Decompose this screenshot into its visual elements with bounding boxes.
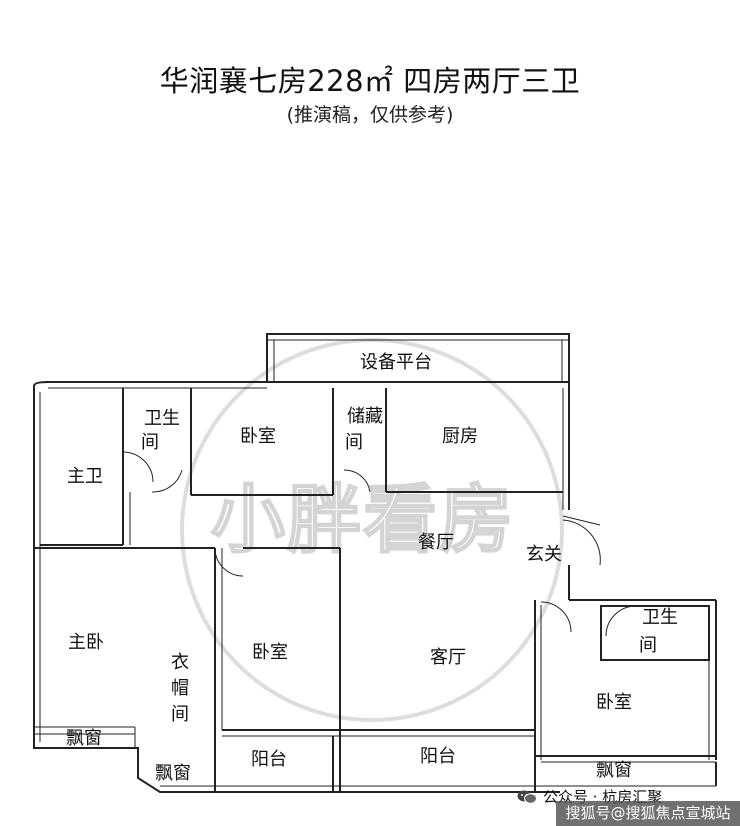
label-bay-window-left-lower: 飘窗	[155, 763, 191, 784]
label-bath-right-line1: 卫生	[642, 607, 678, 628]
wechat-icon	[517, 790, 537, 804]
label-bath-right-line2: 间	[639, 635, 657, 656]
watermark-text: 小胖看房	[211, 477, 515, 563]
label-bath-left-line2: 间	[141, 432, 159, 453]
label-storage-line2: 间	[345, 432, 363, 453]
label-living: 客厅	[430, 647, 466, 668]
label-bedroom-middle: 卧室	[252, 642, 288, 663]
walls	[33, 333, 717, 793]
label-dining: 餐厅	[418, 532, 454, 553]
label-closet-line1: 衣	[171, 652, 189, 673]
label-bay-window-left: 飘窗	[66, 728, 102, 749]
plan-subtitle: (推演稿，仅供参考)	[286, 104, 454, 126]
label-master-bath: 主卫	[67, 466, 103, 487]
label-bath-left-line1: 卫生	[144, 408, 180, 429]
label-storage-line1: 储藏	[347, 406, 383, 427]
source-badge: 搜狐号@搜狐焦点宣城站	[556, 801, 740, 826]
label-closet-line2: 帽	[171, 678, 189, 699]
label-bedroom-right: 卧室	[596, 692, 632, 713]
label-entrance: 玄关	[526, 544, 562, 565]
plan-title: 华润襄七房228㎡ 四房两厅三卫	[159, 64, 581, 98]
equipment-platform-outline	[266, 333, 570, 383]
watermark: 小胖看房	[180, 338, 564, 722]
label-kitchen: 厨房	[442, 426, 478, 447]
label-equipment-platform: 设备平台	[360, 352, 432, 373]
label-bay-window-right: 飘窗	[596, 760, 632, 781]
label-bedroom-top: 卧室	[240, 426, 276, 447]
label-balcony-right: 阳台	[420, 746, 456, 767]
label-balcony-left: 阳台	[251, 749, 287, 770]
label-closet-line3: 间	[171, 704, 189, 725]
label-master-bedroom: 主卧	[68, 632, 104, 653]
